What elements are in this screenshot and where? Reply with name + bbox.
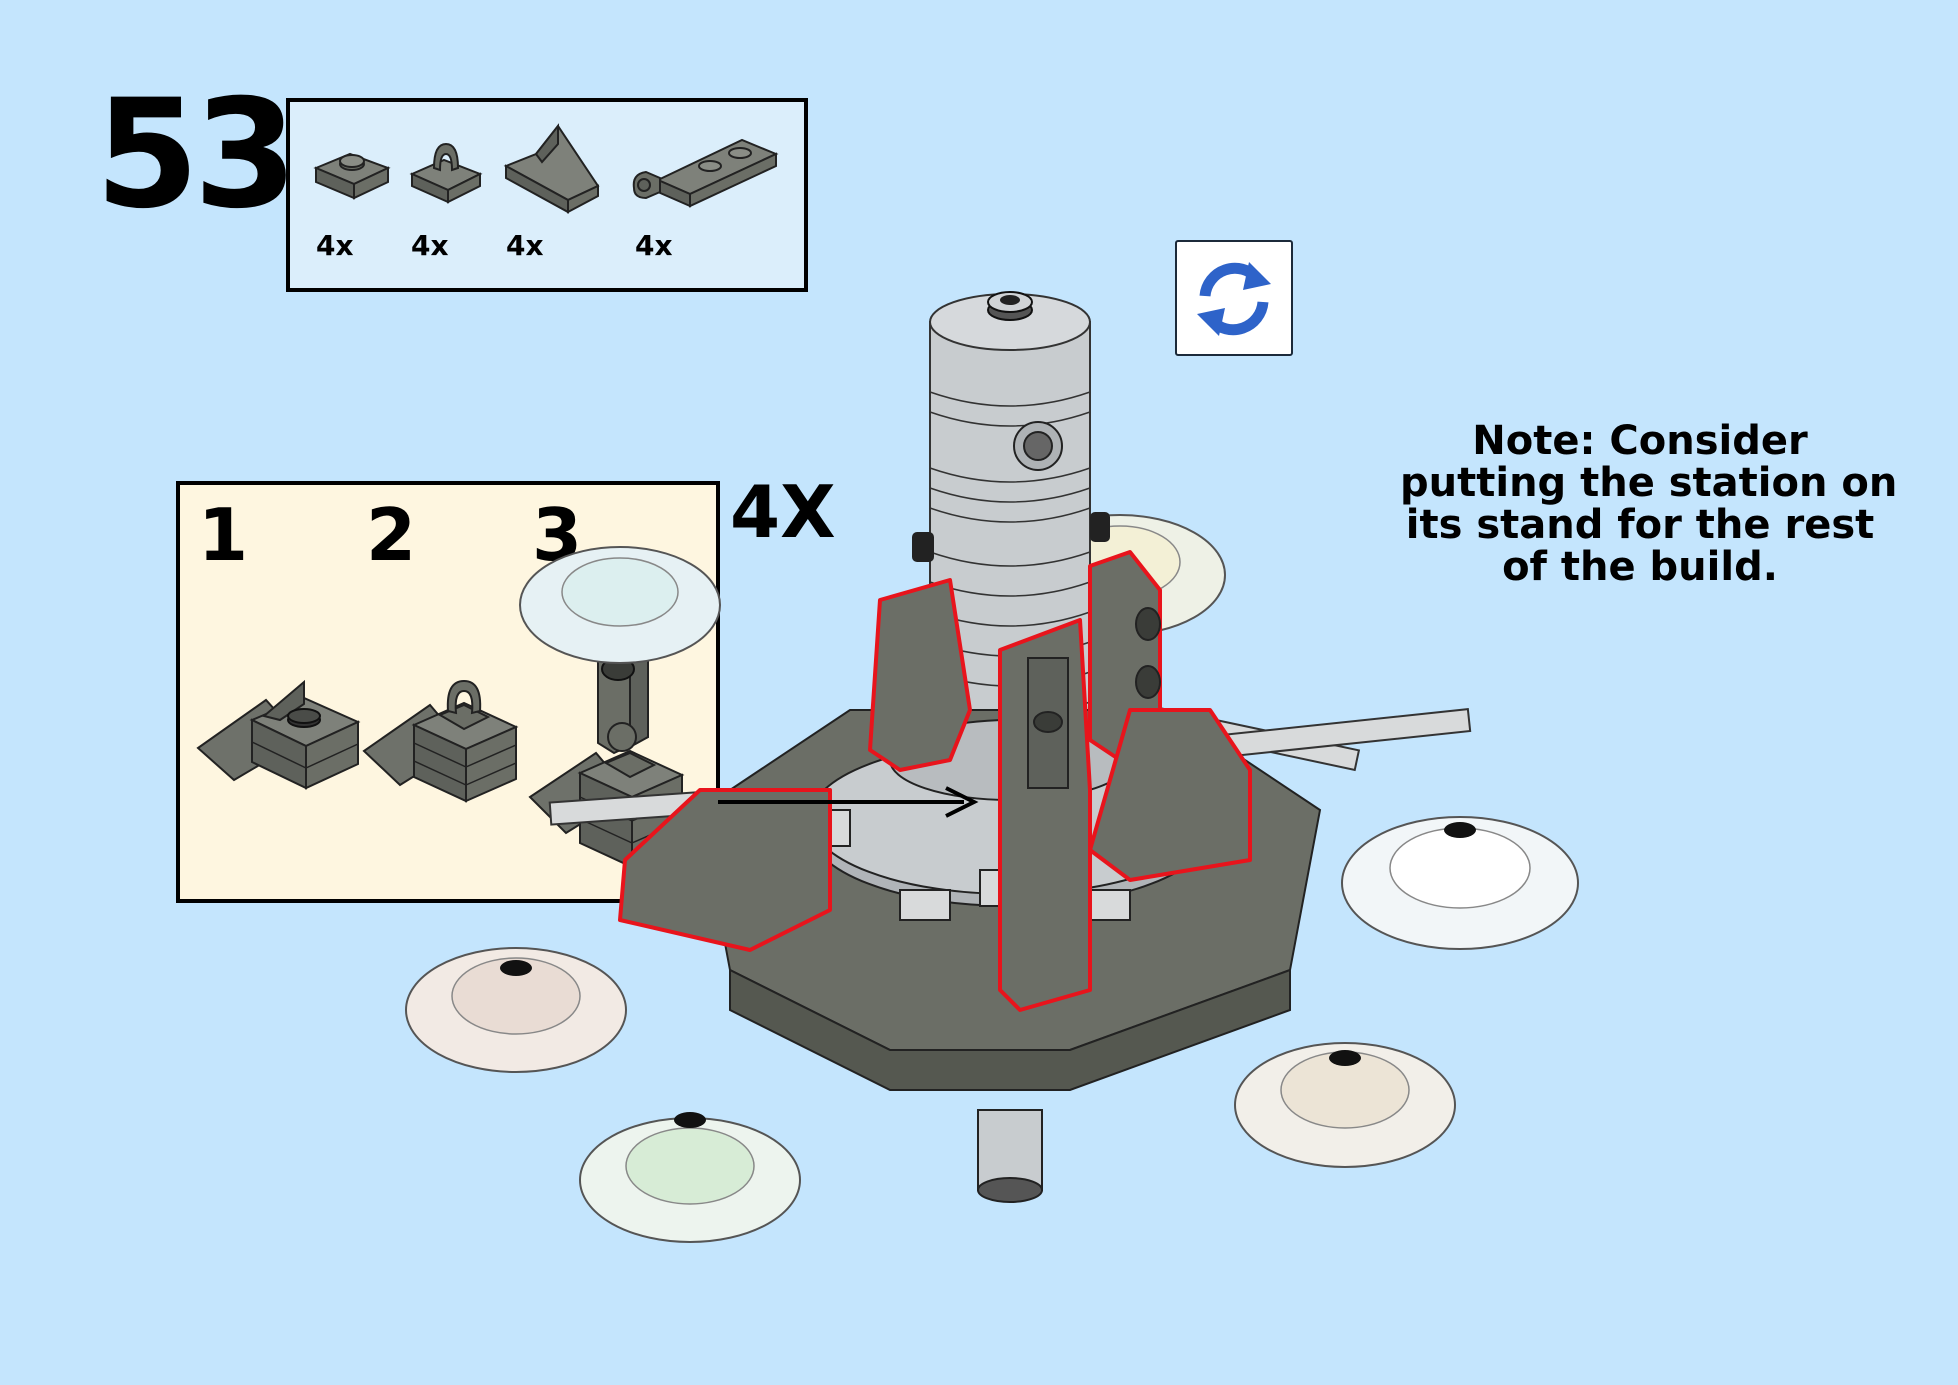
parts-list: 4x 4x 4x 4x	[286, 98, 808, 292]
note-line: putting the station on	[1400, 460, 1898, 506]
pod-front-right	[1234, 1042, 1456, 1168]
note-line: its stand for the rest	[1405, 502, 1875, 548]
slope-wedge-icon	[503, 123, 600, 214]
substep-multiplier: 4X	[730, 470, 836, 554]
part-qty: 4x	[635, 229, 673, 262]
plate-1x1-icon	[313, 152, 391, 200]
part-qty: 4x	[411, 229, 449, 262]
substep-1-assembly	[196, 679, 361, 790]
pod-front-left	[579, 1112, 801, 1243]
pod-left	[405, 947, 627, 1073]
plate-clip-icon	[409, 142, 483, 204]
step-number: 53	[95, 68, 298, 242]
rotate-icon	[1197, 262, 1271, 336]
callout-arrow	[718, 786, 979, 818]
substep-label-2: 2	[366, 493, 417, 577]
plate-1x3-bar-icon	[632, 138, 779, 208]
substep-label-1: 1	[198, 493, 249, 577]
rotate-button[interactable]	[1175, 240, 1293, 356]
station-model	[405, 291, 1579, 1243]
part-qty: 4x	[316, 229, 354, 262]
substep-2-assembly	[362, 679, 519, 803]
part-qty: 4x	[506, 229, 544, 262]
highlighted-brackets	[618, 550, 1252, 1012]
note-line: Note: Consider	[1472, 418, 1808, 464]
pod-right	[1341, 816, 1579, 950]
note-line: of the build.	[1502, 544, 1778, 590]
build-note: Note: Consider putting the station on it…	[1400, 418, 1898, 590]
pod-back-far	[519, 546, 721, 664]
